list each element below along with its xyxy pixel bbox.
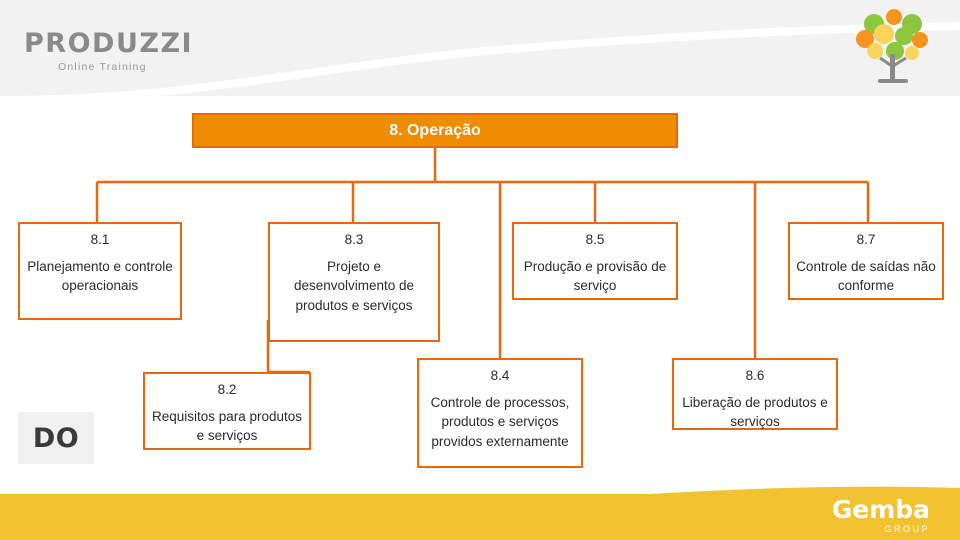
- node-8-3[interactable]: 8.3 Projeto e desenvolvimento de produto…: [268, 222, 440, 342]
- node-8-2-label: Requisitos para produtos e serviços: [151, 408, 303, 444]
- node-8-2-number: 8.2: [217, 382, 237, 397]
- tree-logo-icon: [856, 9, 928, 83]
- gemba-title: Gemba: [831, 495, 930, 524]
- node-8-4[interactable]: 8.4 Controle de processos, produtos e se…: [417, 358, 583, 468]
- footer-curve-decoration: [0, 486, 960, 540]
- produzzi-logo: PRODUZZI Online Training: [24, 30, 204, 90]
- node-8-1-number: 8.1: [90, 232, 110, 247]
- node-8-5-number: 8.5: [585, 232, 605, 247]
- node-8-7-number: 8.7: [856, 232, 876, 247]
- node-8-6[interactable]: 8.6 Liberação de produtos e serviços: [672, 358, 838, 430]
- gemba-subtitle: GROUP: [884, 524, 930, 534]
- node-8-7-label: Controle de saídas não conforme: [796, 258, 936, 294]
- node-8-6-label: Liberação de produtos e serviços: [682, 394, 828, 430]
- stage-badge-do: DO: [18, 412, 94, 464]
- node-8-5[interactable]: 8.5 Produção e provisão de serviço: [512, 222, 678, 300]
- node-8-7[interactable]: 8.7 Controle de saídas não conforme: [788, 222, 944, 300]
- node-8-6-number: 8.6: [745, 368, 765, 383]
- node-8-4-label: Controle de processos, produtos e serviç…: [430, 394, 570, 449]
- node-root-label: 8. Operação: [389, 121, 481, 139]
- node-8-3-label: Projeto e desenvolvimento de produtos e …: [293, 258, 415, 313]
- node-8-1[interactable]: 8.1 Planejamento e controle operacionais: [18, 222, 182, 320]
- node-8-3-number: 8.3: [344, 232, 364, 247]
- node-root[interactable]: 8. Operação: [192, 113, 678, 148]
- stage-badge-label: DO: [32, 422, 80, 454]
- node-8-1-label: Planejamento e controle operacionais: [27, 258, 173, 294]
- logo-title: PRODUZZI: [24, 28, 194, 59]
- node-8-2[interactable]: 8.2 Requisitos para produtos e serviços: [143, 372, 311, 450]
- node-8-5-label: Produção e provisão de serviço: [523, 258, 667, 294]
- logo-subtitle: Online Training: [58, 61, 147, 73]
- header-curve-decoration: [0, 0, 960, 104]
- gemba-logo: Gemba GROUP: [832, 497, 930, 534]
- node-8-4-number: 8.4: [490, 368, 510, 383]
